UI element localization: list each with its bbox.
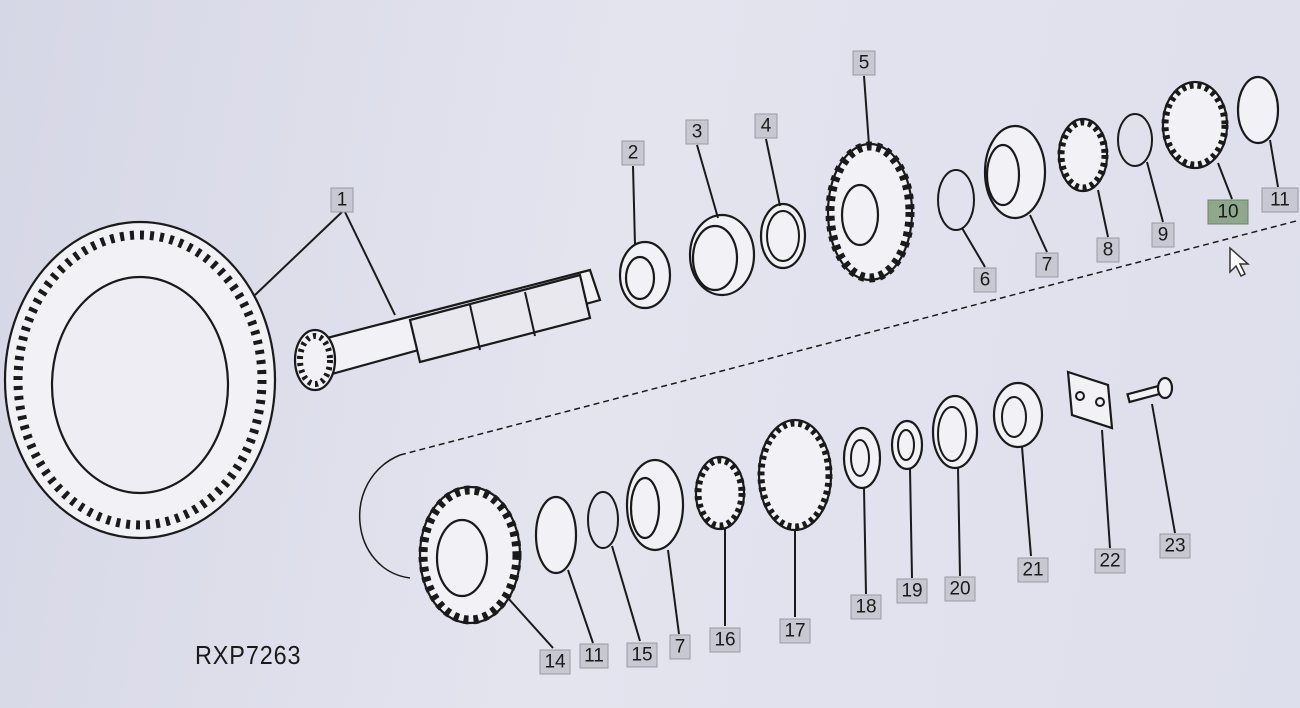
svg-text:2: 2: [628, 143, 639, 164]
callout-11-lower[interactable]: 11: [579, 643, 609, 669]
callout-1[interactable]: 1: [330, 187, 354, 213]
mouse-cursor-icon: [1229, 246, 1250, 278]
callout-22[interactable]: 22: [1094, 548, 1126, 574]
callout-2[interactable]: 2: [621, 140, 645, 166]
svg-text:17: 17: [784, 621, 805, 642]
leader-lines: [254, 75, 1279, 649]
svg-text:4: 4: [761, 116, 772, 137]
svg-text:20: 20: [949, 579, 970, 600]
svg-text:18: 18: [855, 597, 876, 618]
callout-15[interactable]: 15: [626, 642, 658, 668]
part-21-bearing-cone: [992, 381, 1044, 449]
part-14-gear: [418, 485, 522, 625]
callout-20[interactable]: 20: [944, 576, 976, 602]
callout-6[interactable]: 6: [973, 267, 997, 293]
svg-text:9: 9: [1158, 225, 1169, 246]
svg-text:7: 7: [675, 637, 686, 658]
pinion-shaft: [293, 268, 602, 392]
callout-18[interactable]: 18: [850, 594, 882, 620]
part-19-washer: [890, 419, 924, 471]
svg-text:23: 23: [1164, 536, 1185, 557]
part-10-gear: [1161, 80, 1229, 170]
callout-19[interactable]: 19: [896, 578, 928, 604]
callout-3[interactable]: 3: [685, 119, 709, 145]
part-6-snap-ring: [937, 169, 975, 231]
svg-text:1: 1: [337, 190, 348, 211]
callout-7-lower[interactable]: 7: [669, 634, 691, 660]
part-16-hub: [694, 455, 746, 531]
callout-8[interactable]: 8: [1096, 237, 1120, 263]
part-3-bearing-cup: [688, 213, 756, 297]
callout-14[interactable]: 14: [539, 649, 571, 675]
svg-text:10: 10: [1217, 202, 1238, 223]
callout-17[interactable]: 17: [779, 618, 811, 644]
callout-4[interactable]: 4: [754, 113, 778, 139]
part-15-snap-ring: [587, 491, 619, 549]
part-9-snap-ring: [1117, 113, 1153, 167]
svg-text:5: 5: [859, 53, 870, 74]
svg-text:8: 8: [1103, 240, 1114, 261]
part-5-gear: [825, 141, 915, 283]
svg-text:19: 19: [901, 581, 922, 602]
callout-5[interactable]: 5: [852, 50, 876, 76]
callout-11[interactable]: 11: [1261, 187, 1299, 213]
svg-text:14: 14: [544, 652, 566, 673]
callout-9[interactable]: 9: [1151, 222, 1175, 248]
callout-16[interactable]: 16: [709, 627, 741, 653]
part-18-washer: [842, 426, 882, 490]
svg-text:16: 16: [714, 630, 735, 651]
part-17-gear: [757, 418, 833, 532]
part-7-coupler: [983, 124, 1047, 220]
svg-text:7: 7: [1042, 255, 1053, 276]
part-11-washer: [1236, 75, 1280, 145]
svg-text:22: 22: [1099, 551, 1120, 572]
figure-code: RXP7263: [195, 640, 302, 670]
part-2-bearing-cone: [618, 240, 672, 310]
svg-text:11: 11: [1270, 190, 1290, 211]
part-23-bolt: [1126, 376, 1174, 404]
callout-21[interactable]: 21: [1017, 557, 1049, 583]
part-8-hub: [1057, 117, 1109, 193]
dashed-axis-line: [399, 219, 1300, 456]
callout-10[interactable]: 10: [1207, 199, 1249, 225]
svg-text:6: 6: [980, 270, 991, 291]
part-4-shim: [759, 202, 807, 270]
part-20-bearing-cup: [931, 394, 979, 470]
svg-text:3: 3: [692, 122, 703, 143]
ring-gear: [3, 220, 277, 540]
connector-arc: [358, 454, 411, 579]
part-11-washer-lower: [534, 495, 578, 575]
part-22-plate: [1066, 370, 1114, 430]
callout-7[interactable]: 7: [1035, 252, 1059, 278]
callout-23[interactable]: 23: [1159, 533, 1191, 559]
svg-text:11: 11: [584, 646, 604, 667]
part-7-coupler-lower: [625, 458, 685, 552]
svg-text:21: 21: [1022, 560, 1043, 581]
svg-text:15: 15: [631, 645, 652, 666]
